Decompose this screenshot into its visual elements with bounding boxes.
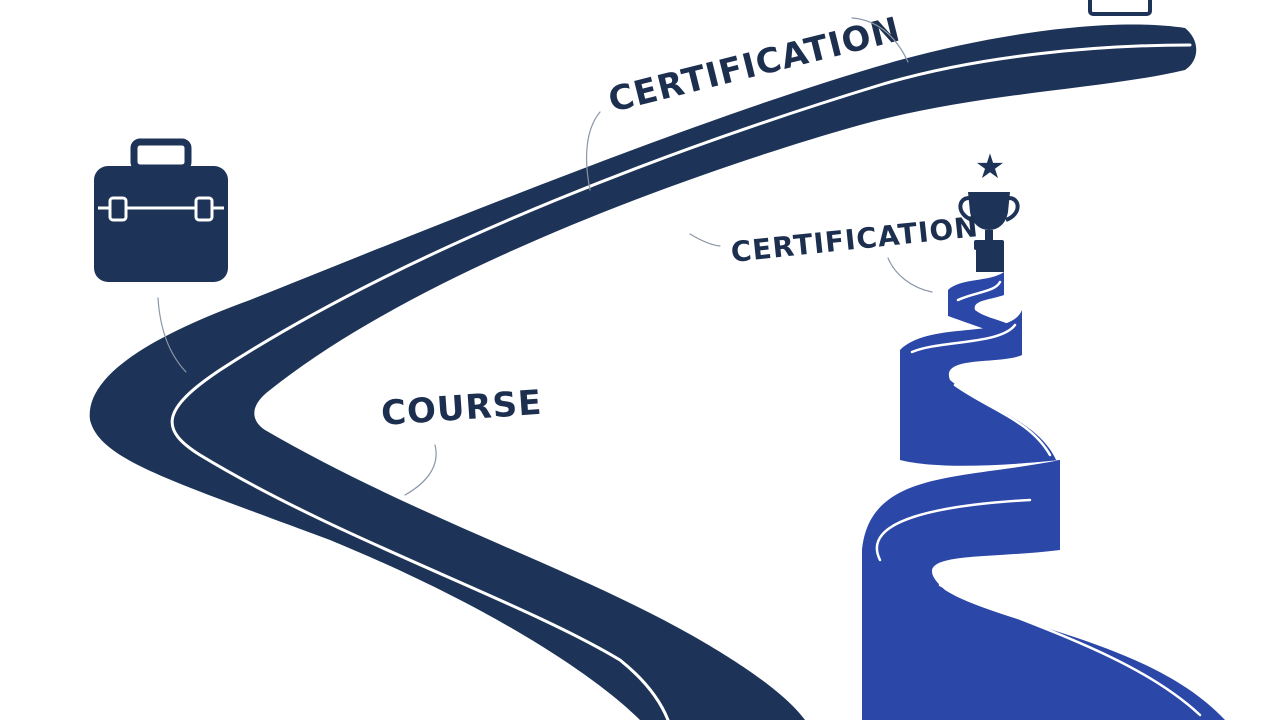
sign-frame bbox=[1088, 0, 1152, 16]
main-road-body bbox=[89, 24, 1197, 720]
trophy-base bbox=[974, 240, 1004, 250]
annotation-line-cert-top-left bbox=[586, 111, 601, 191]
star-icon: ★ bbox=[975, 147, 1005, 187]
briefcase-body bbox=[94, 166, 228, 282]
briefcase-latch-right bbox=[194, 196, 214, 222]
annotation-line-briefcase bbox=[157, 297, 187, 373]
annotation-lines bbox=[157, 17, 933, 496]
annotation-line-course bbox=[404, 444, 437, 496]
main-road-lane-line bbox=[170, 43, 1192, 720]
blue-road-body-bottom bbox=[862, 460, 1225, 720]
blue-road bbox=[862, 272, 1225, 720]
blue-road-body-top bbox=[948, 272, 1022, 340]
trophy-icon bbox=[958, 192, 1020, 272]
annotation-line-cert-mid-right bbox=[887, 257, 933, 293]
trophy-handle-left bbox=[958, 196, 973, 222]
main-road bbox=[89, 24, 1197, 720]
briefcase-icon bbox=[94, 138, 228, 282]
annotation-line-cert-top-right bbox=[851, 17, 909, 63]
briefcase-latch-left bbox=[108, 196, 128, 222]
trophy-handle-right bbox=[1005, 196, 1020, 222]
label-course: COURSE bbox=[380, 383, 544, 434]
blue-road-lane-line bbox=[875, 280, 1202, 717]
annotation-line-cert-mid bbox=[689, 233, 721, 247]
trophy-stem bbox=[985, 230, 993, 242]
blue-road-body-middle bbox=[900, 310, 1060, 470]
trophy-pedestal bbox=[976, 248, 1004, 272]
label-certification-mid: CERTIFICATION bbox=[729, 210, 980, 269]
briefcase-handle bbox=[130, 138, 192, 172]
sign-icon bbox=[1088, 0, 1152, 16]
trophy-cup bbox=[968, 192, 1010, 230]
